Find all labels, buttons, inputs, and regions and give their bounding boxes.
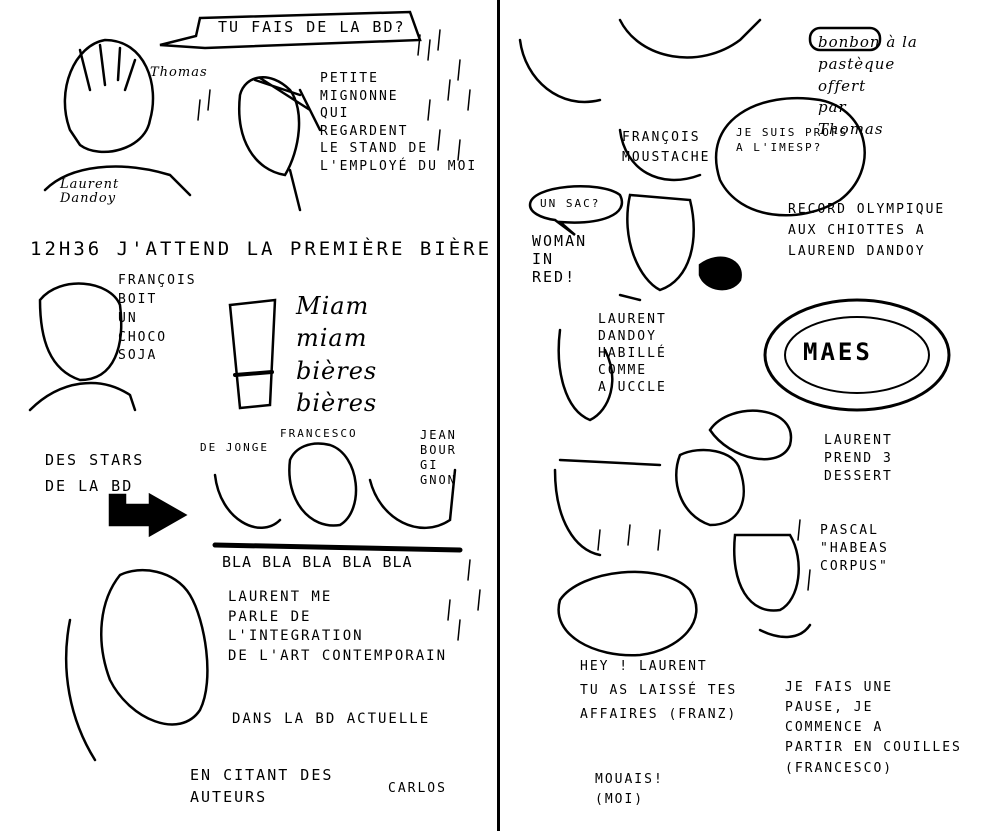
laurent-habille-drawing bbox=[557, 328, 614, 422]
pascal-text: PASCAL "HABEAS CORPUS" bbox=[820, 523, 889, 575]
page-fold bbox=[497, 0, 500, 831]
beer-glass-drawing bbox=[228, 298, 277, 410]
des-stars-text: DES STARS DE LA BD bbox=[45, 451, 145, 495]
dans-la-bd-text: DANS LA BD ACTUELLE bbox=[232, 711, 431, 727]
girl-face-drawing bbox=[237, 76, 301, 177]
speech-bubble-sac bbox=[528, 185, 624, 236]
bonbon-drawing bbox=[808, 26, 882, 52]
hey-laurent-text: HEY ! LAURENT TU AS LAISSÉ TES AFFAIRES … bbox=[580, 659, 738, 723]
maes-logo-drawing bbox=[763, 298, 951, 412]
woman-text: WOMAN IN RED! bbox=[532, 232, 588, 286]
je-fais-text: JE FAIS UNE PAUSE, JE COMMENCE A PARTIR … bbox=[785, 680, 962, 776]
miam-text: Miam miam bières bières bbox=[296, 292, 378, 418]
francois-moustache-text: FRANÇOIS MOUSTACHE bbox=[622, 130, 711, 165]
laurent-dessert-text: LAURENT PREND 3 DESSERT bbox=[824, 433, 893, 485]
laurent-dessert-drawing bbox=[675, 448, 745, 527]
mouais-text: MOUAIS! (MOI) bbox=[595, 772, 664, 808]
arrow-drawing bbox=[108, 492, 188, 538]
man-profile-drawing bbox=[553, 458, 662, 557]
petite-mignonne-text: PETITE MIGNONNE QUI REGARDENT LE STAND D… bbox=[320, 71, 478, 174]
francois-face-drawing bbox=[38, 282, 123, 382]
label-jean: JEAN BOUR GI GNON bbox=[420, 428, 457, 487]
laurent-me-text: LAURENT ME PARLE DE L'INTEGRATION DE L'A… bbox=[228, 589, 448, 664]
label-thomas: Thomas bbox=[150, 65, 208, 80]
record-text: RECORD OLYMPIQUE AUX CHIOTTES A LAUREND … bbox=[788, 202, 946, 259]
bla-text: BLA BLA BLA BLA BLA bbox=[222, 553, 413, 571]
time-line-text: 12H36 J'ATTEND LA PREMIÈRE BIÈRE bbox=[30, 238, 493, 260]
right-top-faces-drawing bbox=[518, 18, 762, 104]
francois-boit-text: FRANÇOIS BOIT UN CHOCO SOJA bbox=[118, 273, 197, 364]
label-dejonge: DE JONGE bbox=[200, 441, 269, 454]
maes-text: MAES bbox=[803, 338, 873, 366]
speech-bubble-profs bbox=[714, 96, 866, 217]
un-sac-text: UN SAC? bbox=[540, 197, 601, 210]
label-laurent: Laurent Dandoy bbox=[60, 177, 120, 206]
woman-drawing bbox=[626, 193, 695, 292]
label-francesco: FRANCESCO bbox=[280, 427, 358, 440]
hatching-marks bbox=[197, 29, 811, 641]
speech-bubble-bd bbox=[159, 10, 422, 50]
en-citant-text: EN CITANT DES AUTEURS bbox=[190, 766, 334, 806]
laurent-habille-text: LAURENT DANDOY HABILLÉ COMME A UCCLE bbox=[598, 312, 667, 395]
speech-bubble-text: TU FAIS DE LA BD? bbox=[218, 18, 406, 36]
stars-faces-drawing bbox=[213, 442, 358, 529]
pascal-face-drawing bbox=[732, 533, 800, 612]
carlos-text: CARLOS bbox=[388, 781, 447, 796]
laurent-profile-drawing bbox=[100, 568, 209, 726]
thomas-head-drawing bbox=[63, 38, 155, 154]
bonbon-text: bonbon à la pastèque offert par Thomas bbox=[818, 33, 918, 138]
profs-text: JE SUIS PROFS A L'IMESP? bbox=[736, 126, 849, 154]
speech-bubble-bottom bbox=[557, 570, 698, 657]
